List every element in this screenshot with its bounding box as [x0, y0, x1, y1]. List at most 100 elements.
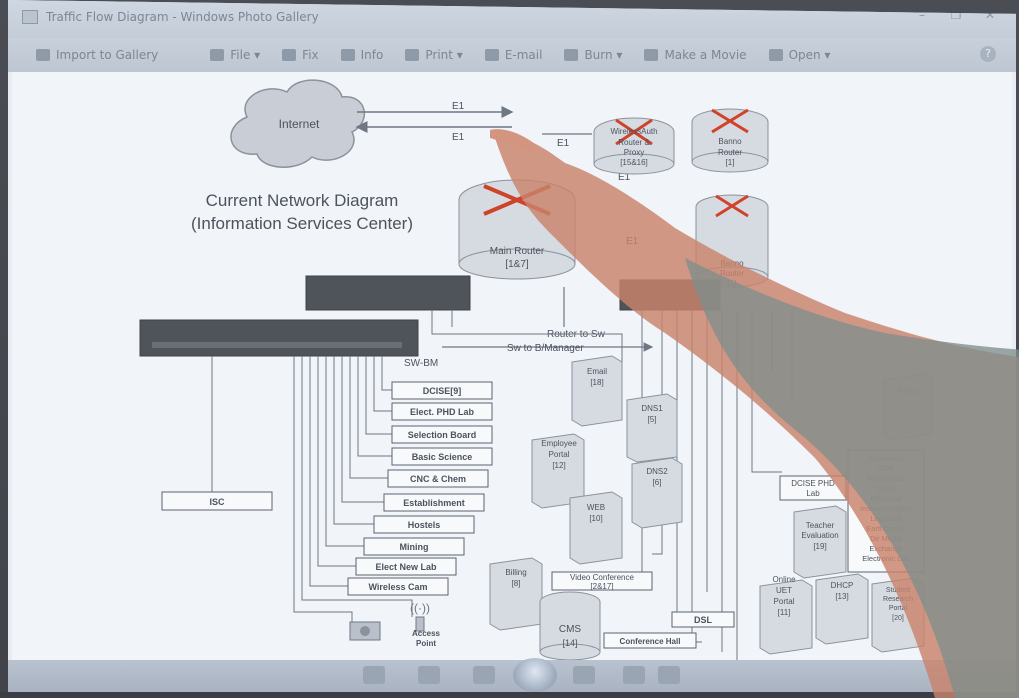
- projected-screen: Traffic Flow Diagram - Windows Photo Gal…: [8, 0, 1016, 692]
- banno-router-top: Banno Router [1]: [691, 108, 769, 173]
- dept-box-hostels: [373, 515, 475, 534]
- right-dept-electrical: Electrical: [871, 494, 902, 503]
- server-teacher-label-1: Teacher: [806, 521, 835, 530]
- dept-label-elect-phd: Elect. PHD Lab: [410, 407, 475, 417]
- server-online-label-1: Online: [772, 575, 796, 584]
- close-button[interactable]: ✕: [984, 8, 996, 22]
- isc-label: ISC: [209, 497, 225, 507]
- internet-label: Internet: [279, 117, 320, 131]
- server-dhcp-label: DHCP: [831, 581, 854, 590]
- banno-router-bottom: Banno Router [1]: [695, 194, 769, 288]
- dept-box-elect-phd: [391, 402, 493, 421]
- burn-menu[interactable]: Burn ▾: [564, 48, 622, 62]
- info-label: Info: [360, 48, 384, 62]
- fit-window-button[interactable]: [418, 666, 440, 684]
- open-menu[interactable]: Open ▾: [768, 48, 831, 62]
- open-icon: [768, 49, 783, 61]
- info-button[interactable]: Info: [340, 48, 384, 62]
- server-cms: CMS [14]: [539, 591, 601, 661]
- main-switch-sw-bm: [139, 319, 419, 357]
- print-label: Print ▾: [425, 48, 463, 62]
- conference-hall-label: Conference Hall: [620, 637, 681, 646]
- switch-right: [619, 279, 721, 311]
- image-viewer-canvas: Internet E1 E1 E1 E1 E1 Current Network …: [12, 72, 1012, 662]
- file-label: File ▾: [230, 48, 261, 62]
- internet-cloud: Internet: [230, 79, 366, 168]
- server-dns2-number: [6]: [653, 478, 662, 487]
- photo-gallery-app-icon: [22, 10, 38, 24]
- fix-button[interactable]: Fix: [282, 48, 319, 62]
- router-arrows-icon: [711, 108, 749, 134]
- dept-box-mining: [363, 537, 465, 556]
- right-dept-earthquack: EarthQuack: [866, 524, 906, 533]
- server-email-label: Email: [587, 367, 607, 376]
- rotate-right-button[interactable]: [658, 666, 680, 684]
- dsl-label: DSL: [694, 615, 713, 625]
- file-menu[interactable]: File ▾: [210, 48, 260, 62]
- dept-label-hostels: Hostels: [408, 520, 441, 530]
- right-dept-electronic-lab: Electronic Lab: [862, 554, 910, 563]
- next-button[interactable]: [573, 666, 595, 684]
- make-movie-button[interactable]: Make a Movie: [644, 48, 747, 62]
- wirelessauth-label-4: [15&16]: [620, 158, 648, 167]
- server-billing-label: Billing: [505, 568, 526, 577]
- access-point: ((·)) Access Point: [410, 601, 441, 648]
- banno-top-label-3: [1]: [726, 158, 735, 167]
- server-student-number: [20]: [892, 615, 904, 622]
- printer-icon: [405, 49, 420, 61]
- access-point-label-2: Point: [416, 639, 436, 648]
- video-conference-label: Video Conference: [570, 573, 634, 582]
- zoom-button[interactable]: [363, 666, 385, 684]
- right-dept-exchange: Exchange: [869, 544, 902, 553]
- server-dhcp-number: [13]: [835, 592, 848, 601]
- server-cms-label: CMS: [559, 624, 582, 635]
- video-conference-number: [2&17]: [590, 582, 613, 591]
- server-dns2: DNS2 [6]: [631, 457, 683, 529]
- e1-label-b: E1: [452, 132, 465, 143]
- email-button[interactable]: E-mail: [484, 48, 542, 62]
- server-web-number: [10]: [589, 514, 602, 523]
- dept-box-selection-board: [391, 425, 493, 444]
- previous-button[interactable]: [473, 666, 495, 684]
- server-web: WEB [10]: [569, 491, 623, 565]
- right-dept-csit: CSIT: [877, 484, 895, 493]
- server-dns1-number: [5]: [648, 415, 657, 424]
- movie-label: Make a Movie: [664, 48, 747, 62]
- dept-label-elect-new-lab: Elect New Lab: [375, 562, 437, 572]
- right-dept-civil: Civil: [879, 464, 893, 473]
- right-dept-dir-media: Dir Media: [870, 534, 903, 543]
- server-student-label-3: Portal: [889, 605, 908, 612]
- maximize-button[interactable]: ❐: [950, 8, 962, 22]
- slideshow-button[interactable]: [513, 658, 557, 692]
- server-email-number: [18]: [590, 378, 603, 387]
- minimize-button[interactable]: –: [919, 8, 925, 22]
- dept-box-dcise: [391, 381, 493, 400]
- server-teacher-number: [19]: [813, 542, 826, 551]
- server-employee-label-2: Portal: [549, 450, 570, 459]
- server-student-label-1: Student: [886, 587, 910, 594]
- server-student-label-2: Research: [883, 596, 913, 603]
- diagram-title-line1: Current Network Diagram: [206, 191, 399, 210]
- wirelessauth-label-2: Router &: [618, 138, 650, 147]
- server-dns2-label: DNS2: [646, 467, 668, 476]
- server-billing-number: [8]: [512, 579, 521, 588]
- server-online-label-3: Portal: [774, 597, 795, 606]
- viewer-navigation-bar: [8, 658, 1016, 692]
- rotate-left-button[interactable]: [623, 666, 645, 684]
- help-button[interactable]: ?: [980, 46, 996, 62]
- isc-box: [161, 491, 273, 511]
- wirelessauth-label-1: WirelessAuth: [610, 127, 657, 136]
- print-menu[interactable]: Print ▾: [405, 48, 463, 62]
- main-router-number: [1&7]: [505, 259, 529, 270]
- open-label: Open ▾: [788, 48, 831, 62]
- server-employee-number: [12]: [552, 461, 565, 470]
- server-online-number: [11]: [778, 608, 791, 617]
- window-controls: – ❐ ✕: [910, 6, 1002, 24]
- disc-icon: [564, 49, 579, 61]
- banno-bottom-label-2: Router: [720, 269, 744, 278]
- dept-label-wireless-cam: Wireless Cam: [369, 582, 428, 592]
- server-cms-number: [14]: [562, 638, 577, 648]
- import-to-gallery-button[interactable]: Import to Gallery: [36, 48, 158, 62]
- server-teacher-evaluation: Teacher Evaluation [19]: [793, 505, 847, 579]
- wifi-icon: ((·)): [410, 601, 430, 615]
